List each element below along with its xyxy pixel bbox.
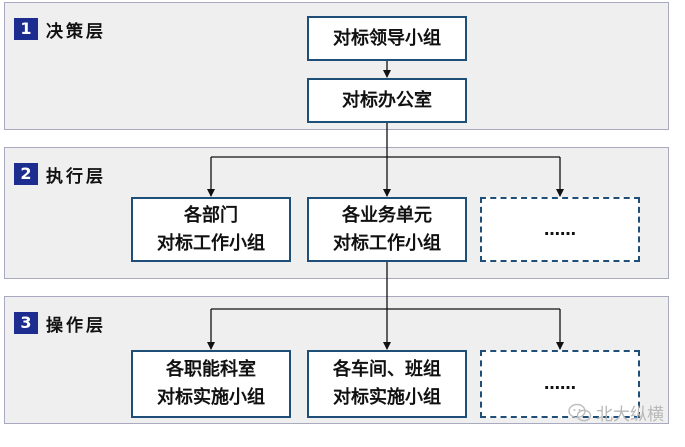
layer-title: 执行层 [46,166,106,187]
box-ellipsis: …… [544,219,576,239]
layer-tag: 3 操作层 [14,312,106,336]
layer-number: 1 [14,18,38,40]
box-label: 对标领导小组 [333,27,441,49]
layer-title: 操作层 [46,315,106,336]
box-workshops-teams: 各车间、班组 对标实施小组 [307,350,467,418]
box-label-line2: 对标工作小组 [333,232,441,254]
layer-tag: 1 决策层 [14,18,106,42]
box-label-line2: 对标实施小组 [333,387,441,408]
box-label-line1: 各车间、班组 [333,359,441,380]
box-benchmark-office: 对标办公室 [307,78,467,123]
box-leadership-group: 对标领导小组 [307,16,467,61]
box-label-line2: 对标实施小组 [157,387,265,408]
box-more-operation: …… [480,350,640,418]
box-departments: 各部门 对标工作小组 [131,197,291,262]
watermark: 北大纵横 [568,400,664,425]
layer-title: 决策层 [46,21,106,42]
box-business-units: 各业务单元 对标工作小组 [307,197,467,262]
box-label-line1: 各职能科室 [166,359,256,380]
box-functional-sections: 各职能科室 对标实施小组 [131,350,291,418]
box-label: 对标办公室 [342,89,432,111]
box-label-line2: 对标工作小组 [157,232,265,254]
box-more-execution: …… [480,197,640,262]
layer-number: 3 [14,312,38,334]
wechat-icon [568,403,592,421]
box-label-line1: 各部门 [184,204,238,226]
box-ellipsis: …… [544,374,576,393]
box-label-line1: 各业务单元 [342,204,432,226]
layer-number: 2 [14,163,38,185]
layer-tag: 2 执行层 [14,163,106,187]
watermark-text: 北大纵横 [596,405,664,425]
